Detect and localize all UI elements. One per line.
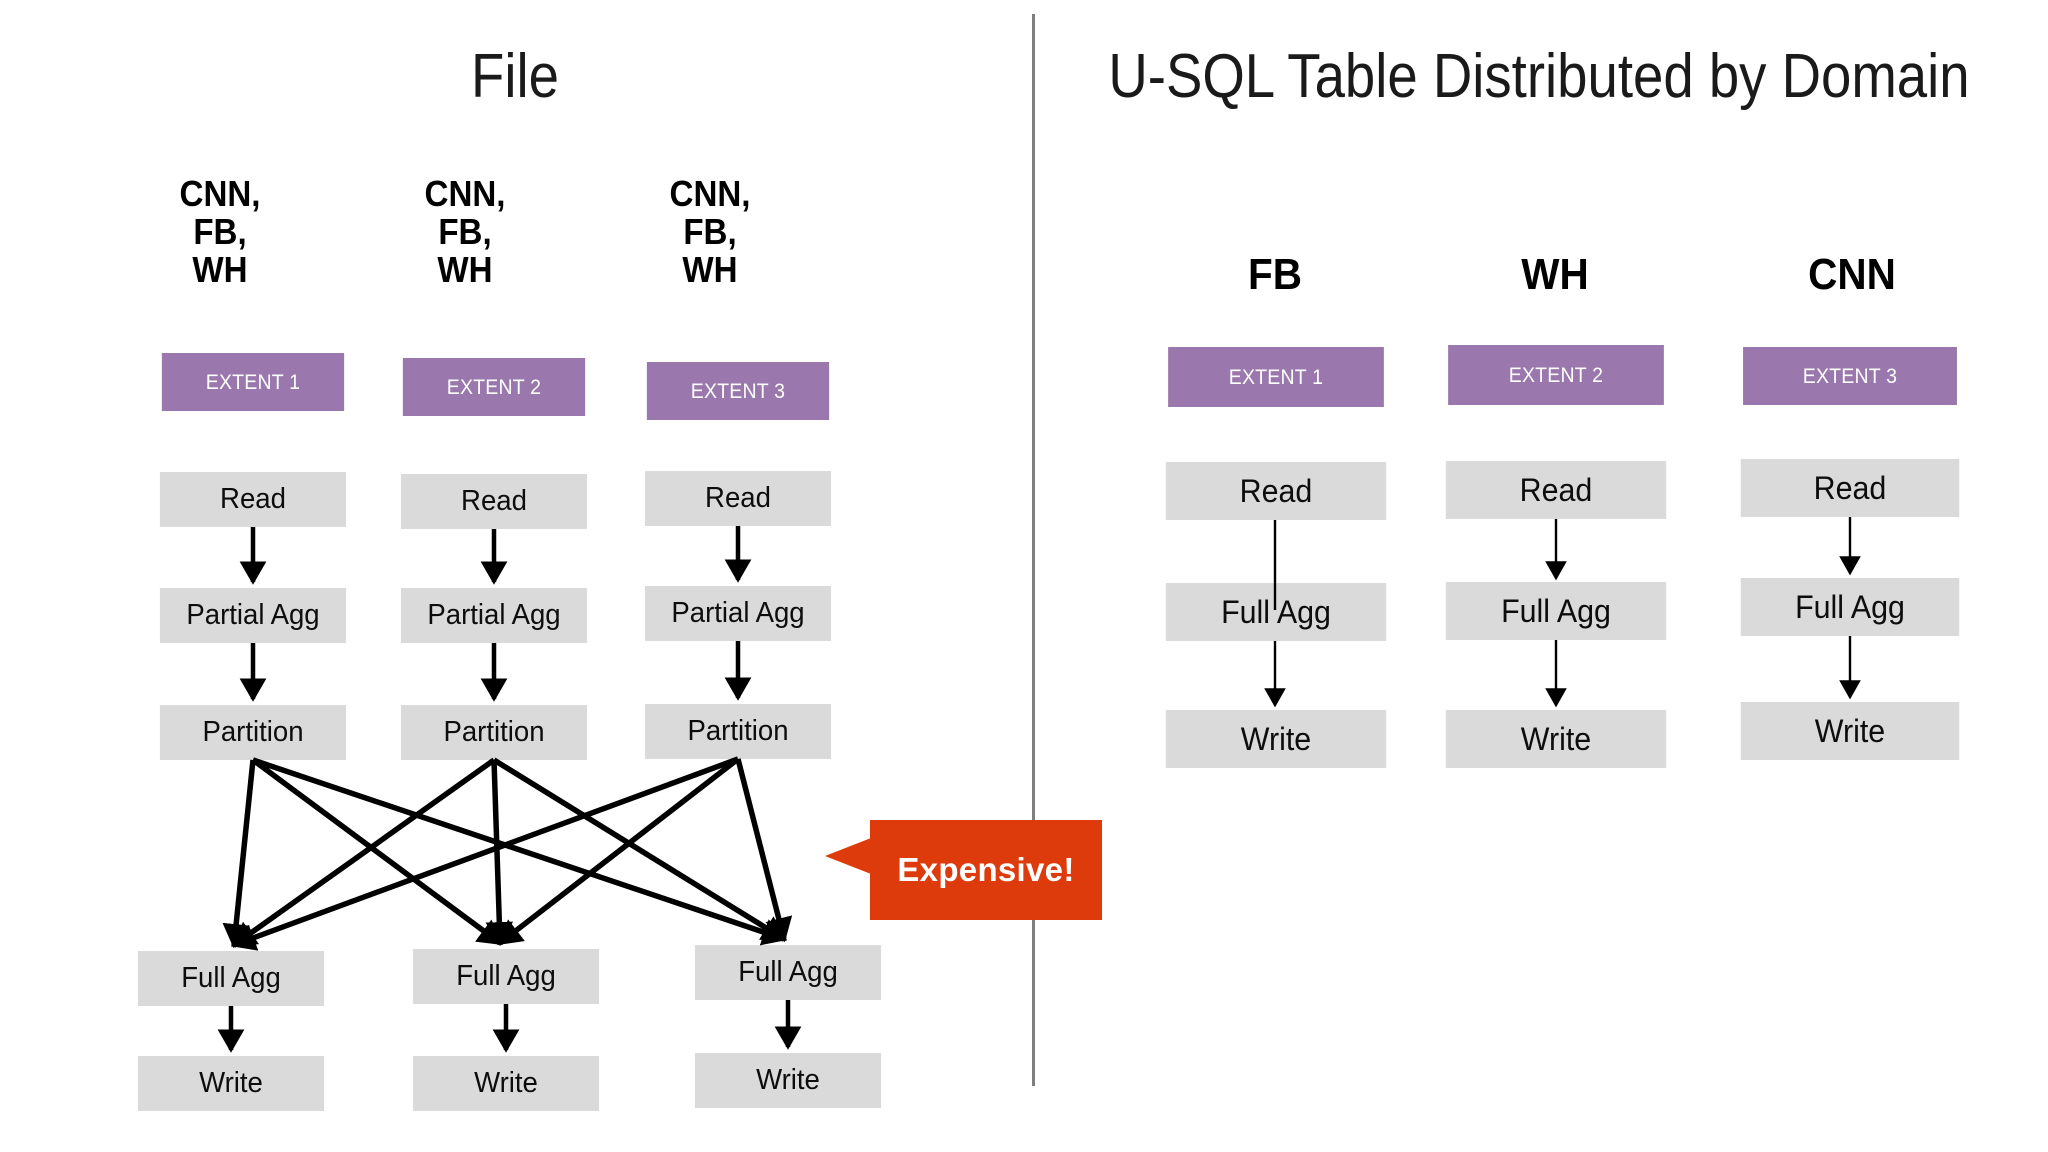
node-read-right-1[interactable]: Read	[1165, 462, 1387, 520]
node-partial-agg-left-1[interactable]: Partial Agg	[159, 588, 347, 643]
node-read-left-2[interactable]: Read	[400, 474, 588, 529]
node-read-right-2[interactable]: Read	[1445, 461, 1667, 519]
expensive-callout[interactable]: Expensive!	[825, 820, 1102, 920]
stack-header-right-3: CNN	[1808, 250, 1896, 299]
node-write-left-3[interactable]: Write	[694, 1053, 882, 1108]
node-write-left-2[interactable]: Write	[412, 1056, 600, 1111]
extent-box-left-1[interactable]: EXTENT 1	[161, 353, 345, 411]
callout-label: Expensive!	[897, 851, 1075, 888]
node-full-agg-left-2[interactable]: Full Agg	[412, 949, 600, 1004]
page-title-right: U-SQL Table Distributed by Domain	[1108, 42, 1970, 111]
stack-header-left-1: CNN, FB, WH	[179, 173, 261, 291]
node-write-right-2[interactable]: Write	[1445, 710, 1667, 768]
node-partial-agg-left-2[interactable]: Partial Agg	[400, 588, 588, 643]
callout-arrow-tail	[825, 838, 871, 874]
node-partial-agg-left-3[interactable]: Partial Agg	[644, 586, 832, 641]
panel-divider	[1032, 14, 1035, 1086]
extent-box-right-2[interactable]: EXTENT 2	[1448, 345, 1664, 405]
node-partition-left-3[interactable]: Partition	[644, 704, 832, 759]
callout-body	[870, 820, 1102, 920]
node-full-agg-left-1[interactable]: Full Agg	[137, 951, 325, 1006]
node-write-right-3[interactable]: Write	[1740, 702, 1960, 760]
stack-header-right-2: WH	[1521, 250, 1589, 299]
node-partition-left-1[interactable]: Partition	[159, 705, 347, 760]
extent-box-right-3[interactable]: EXTENT 3	[1743, 347, 1957, 405]
node-full-agg-right-3[interactable]: Full Agg	[1740, 578, 1960, 636]
shuffle-edges	[222, 756, 793, 951]
extent-box-left-3[interactable]: EXTENT 3	[646, 362, 830, 420]
extent-box-left-2[interactable]: EXTENT 2	[402, 358, 586, 416]
extent-box-right-1[interactable]: EXTENT 1	[1168, 347, 1384, 407]
node-full-agg-right-1[interactable]: Full Agg	[1165, 583, 1387, 641]
node-full-agg-right-2[interactable]: Full Agg	[1445, 582, 1667, 640]
node-read-right-3[interactable]: Read	[1740, 459, 1960, 517]
page-title-left: File	[471, 42, 559, 111]
node-read-left-1[interactable]: Read	[159, 472, 347, 527]
node-write-right-1[interactable]: Write	[1165, 710, 1387, 768]
node-full-agg-left-3[interactable]: Full Agg	[694, 945, 882, 1000]
node-partition-left-2[interactable]: Partition	[400, 705, 588, 760]
node-write-left-1[interactable]: Write	[137, 1056, 325, 1111]
stack-header-right-1: FB	[1248, 250, 1302, 299]
node-read-left-3[interactable]: Read	[644, 471, 832, 526]
stack-header-left-2: CNN, FB, WH	[424, 173, 506, 291]
stack-header-left-3: CNN, FB, WH	[669, 173, 751, 291]
